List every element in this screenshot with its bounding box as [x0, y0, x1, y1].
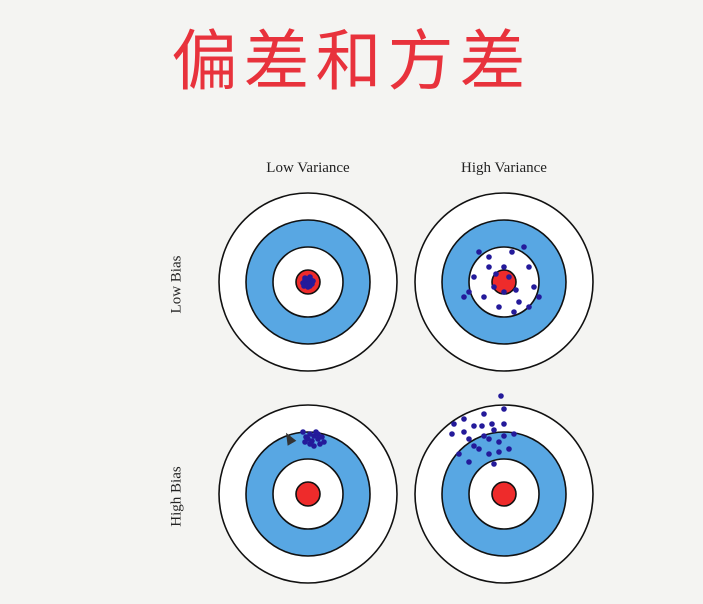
target-low-bias-low-variance [218, 192, 398, 372]
data-point [321, 439, 327, 445]
data-point [307, 441, 313, 447]
data-point [491, 427, 497, 433]
data-point [466, 436, 472, 442]
data-point [456, 451, 462, 457]
data-point [461, 429, 467, 435]
data-point [501, 289, 507, 295]
page-title: 偏差和方差 [171, 23, 532, 100]
data-point [461, 416, 467, 422]
data-point [471, 274, 477, 280]
data-point [531, 284, 537, 290]
data-point [471, 423, 477, 429]
target-low-bias-high-variance [414, 192, 594, 372]
data-point [526, 304, 532, 310]
data-point [466, 289, 472, 295]
data-point [501, 406, 507, 412]
column-label-low-variance: Low Variance [266, 160, 350, 176]
data-point [501, 433, 507, 439]
bullseye [491, 481, 517, 507]
data-point [486, 451, 492, 457]
data-point [481, 411, 487, 417]
target-high-bias-low-variance [218, 404, 398, 584]
data-point [302, 439, 308, 445]
data-point [486, 436, 492, 442]
data-point [501, 421, 507, 427]
data-point [476, 446, 482, 452]
target-high-bias-high-variance [414, 393, 594, 584]
data-point [491, 461, 497, 467]
data-point [451, 421, 457, 427]
data-point [481, 294, 487, 300]
data-point [513, 287, 519, 293]
data-point [305, 276, 311, 282]
column-label-high-variance: High Variance [461, 160, 547, 176]
data-point [481, 433, 487, 439]
data-point [511, 431, 517, 437]
data-point [461, 294, 467, 300]
data-point [300, 429, 306, 435]
data-point [516, 299, 522, 305]
data-point [476, 249, 482, 255]
data-point [526, 264, 532, 270]
bullseye [295, 481, 321, 507]
data-point [449, 431, 455, 437]
data-point [471, 443, 477, 449]
data-point [319, 434, 325, 440]
data-point [506, 274, 512, 280]
data-point [496, 439, 502, 445]
data-point [496, 304, 502, 310]
data-point [498, 393, 504, 399]
data-point [479, 423, 485, 429]
data-point [307, 283, 313, 289]
data-point [511, 309, 517, 315]
data-point [486, 254, 492, 260]
data-point [496, 449, 502, 455]
data-point [506, 446, 512, 452]
data-point [493, 271, 499, 277]
data-point [489, 421, 495, 427]
data-point [315, 431, 321, 437]
data-point [491, 284, 497, 290]
data-point [521, 244, 527, 250]
data-point [509, 249, 515, 255]
data-point [501, 264, 507, 270]
data-point [466, 459, 472, 465]
data-point [536, 294, 542, 300]
data-point [486, 264, 492, 270]
